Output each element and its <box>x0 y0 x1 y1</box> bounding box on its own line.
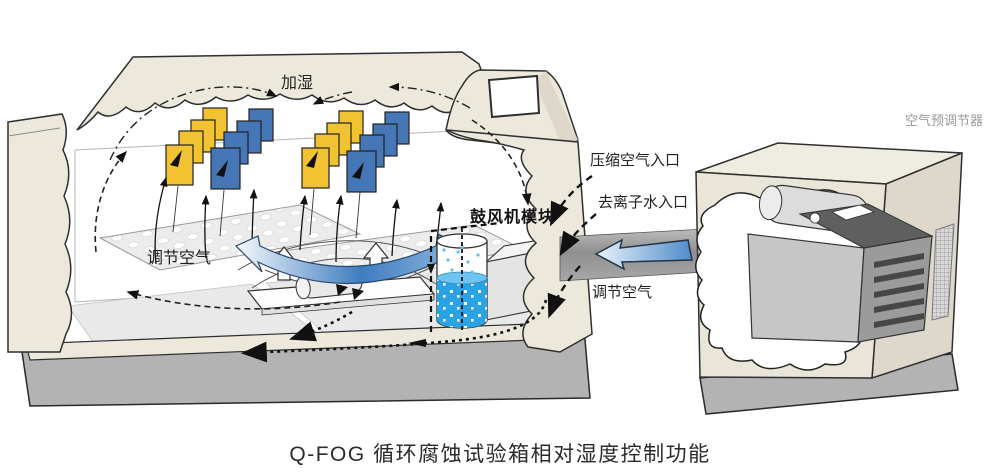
label-conditioned-air-duct: 调节空气 <box>592 284 653 301</box>
duct-flow-arrow <box>594 238 693 271</box>
circulation-dashes <box>94 82 597 363</box>
updraft-arrows <box>154 176 445 265</box>
label-conditioned-air-left: 调节空气 <box>147 250 212 267</box>
chamber-left-wall <box>7 113 73 353</box>
panel-flow-arrows <box>170 150 364 179</box>
air-preconditioner-unit <box>695 142 963 415</box>
mist-dots <box>442 245 480 274</box>
label-air-preconditioner: 空气预调节器 <box>905 113 984 128</box>
sample-panels-group-1 <box>165 107 274 190</box>
preconditioner-machine <box>747 184 955 343</box>
label-compressed-air-inlet: 压缩空气入口 <box>590 152 681 169</box>
bubbler-dashed-lines <box>429 221 501 332</box>
sample-panel-yellow <box>301 147 330 189</box>
hanger-rods <box>172 185 361 239</box>
label-deionized-water-inlet: 去离子水入口 <box>598 194 689 211</box>
caption: Q-FOG 循环腐蚀试验箱相对湿度控制功能 <box>289 443 711 466</box>
test-chamber <box>7 51 591 407</box>
bubbler-liquid <box>437 278 487 328</box>
label-blower-module: 鼓风机模块 <box>470 209 556 226</box>
label-humidify: 加湿 <box>281 75 314 92</box>
display-window <box>487 74 541 119</box>
perforated-shelf-left <box>98 204 362 271</box>
control-panel-tower <box>445 69 579 150</box>
vent-slats <box>874 253 924 328</box>
mesh-filter <box>931 223 955 321</box>
chamber-canopy <box>76 51 488 131</box>
